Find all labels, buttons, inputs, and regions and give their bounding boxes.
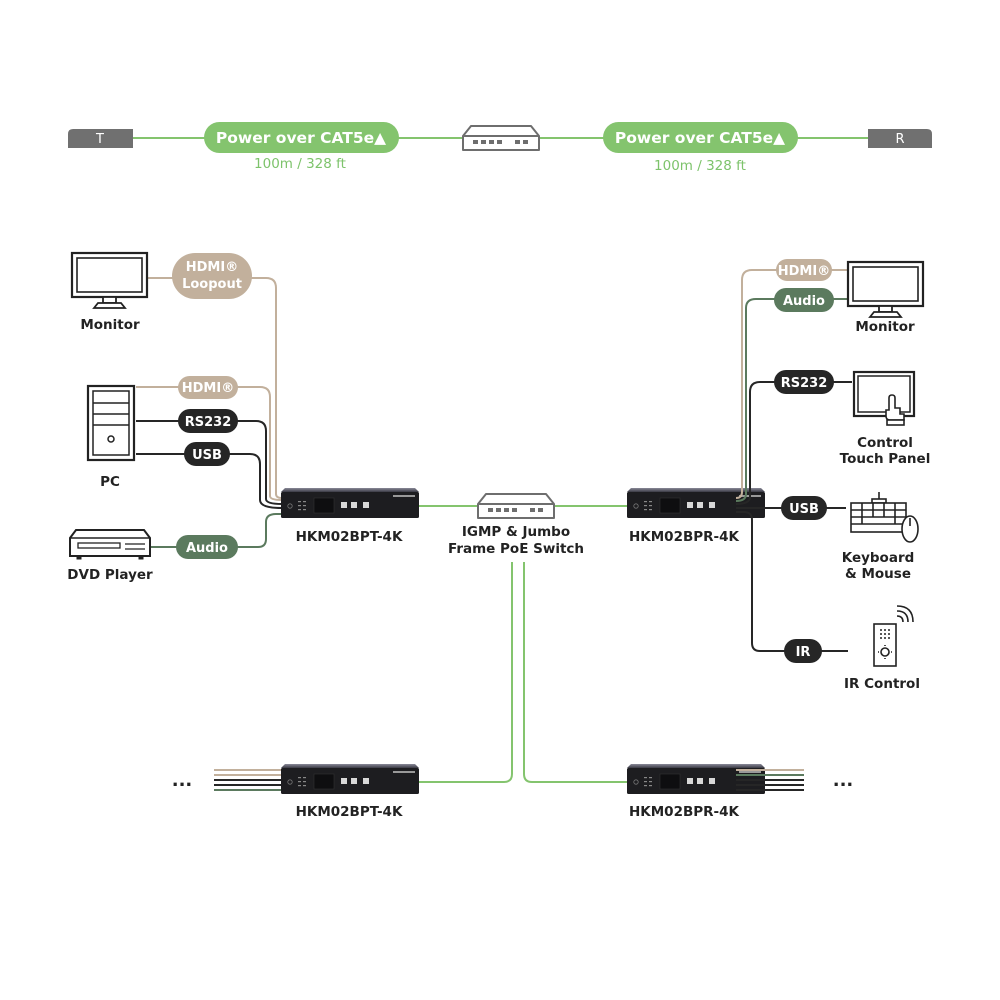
svg-text:USB: USB <box>192 448 222 463</box>
keyboard-mouse-icon <box>850 492 919 543</box>
touch-panel-icon <box>852 370 916 426</box>
svg-text:HDMI®: HDMI® <box>186 260 238 275</box>
receiver-label: HKM02BPR-4K <box>629 529 740 545</box>
pill-rs232-right: RS232 <box>774 370 834 394</box>
poe-pill-left: Power over CAT5e▲ <box>204 122 399 153</box>
svg-text:Loopout: Loopout <box>182 277 242 292</box>
distance-left: 100m / 328 ft <box>254 156 346 172</box>
svg-text:Power over CAT5e▲: Power over CAT5e▲ <box>216 129 386 147</box>
monitor-right-label: Monitor <box>855 319 915 335</box>
pill-rs232-left: RS232 <box>178 409 238 433</box>
svg-text:HDMI®: HDMI® <box>778 264 830 279</box>
monitor-left-label: Monitor <box>80 317 140 333</box>
pill-hdmi-left: HDMI® <box>178 376 238 399</box>
svg-text:RS232: RS232 <box>781 376 828 391</box>
distance-right: 100m / 328 ft <box>654 158 746 174</box>
bottom-transmitter-device <box>280 763 420 795</box>
svg-text:R: R <box>895 132 904 147</box>
dvd-player-icon <box>69 529 151 560</box>
pc-tower-icon <box>86 384 136 462</box>
svg-text:HDMI®: HDMI® <box>182 381 234 396</box>
transmitter-device <box>280 487 420 519</box>
touch-panel-label-line2: Touch Panel <box>840 451 931 467</box>
touch-panel-label-line1: Control <box>857 435 913 451</box>
svg-text:Power over CAT5e▲: Power over CAT5e▲ <box>615 129 785 147</box>
pc-label: PC <box>100 474 120 490</box>
ellipsis-left: ... <box>172 770 193 791</box>
poe-pill-right: Power over CAT5e▲ <box>603 122 798 153</box>
cable-hdmi-loopout <box>148 277 283 499</box>
cable-audio-right <box>735 298 848 502</box>
pill-hdmi-right: HDMI® <box>776 259 832 281</box>
svg-text:RS232: RS232 <box>185 415 232 430</box>
monitor-icon <box>846 260 925 319</box>
cable-audio-dvd <box>150 513 282 548</box>
dvd-player-label: DVD Player <box>67 567 153 583</box>
svg-text:T: T <box>95 132 104 147</box>
svg-text:USB: USB <box>789 502 819 517</box>
pill-ir-right: IR <box>784 639 822 663</box>
endpoint-r: R <box>868 129 932 148</box>
cable-ir-right <box>736 511 848 652</box>
cable-rs232-right <box>735 381 852 505</box>
bottom-right-cables <box>736 769 804 791</box>
pill-usb-right: USB <box>781 496 827 520</box>
svg-text:IR: IR <box>796 645 811 660</box>
cable-switch-bottom <box>418 562 628 783</box>
network-switch-icon <box>462 125 540 151</box>
bottom-transmitter-label: HKM02BPT-4K <box>296 804 403 820</box>
cable-hdmi-right <box>735 269 848 499</box>
cable-hdmi-pc <box>136 386 283 501</box>
poe-switch-icon <box>477 493 555 519</box>
switch-label-line1: IGMP & Jumbo <box>462 524 570 540</box>
cable-rs232-pc <box>136 420 283 505</box>
pill-hdmi-loopout: HDMI® Loopout <box>172 253 252 299</box>
pill-usb-left: USB <box>184 442 230 466</box>
ir-remote-icon <box>873 605 914 667</box>
endpoint-t: T <box>68 129 133 148</box>
ellipsis-right: ... <box>833 770 854 791</box>
transmitter-label: HKM02BPT-4K <box>296 529 403 545</box>
right-cables <box>735 269 852 652</box>
keyboard-mouse-label-line1: Keyboard <box>842 550 915 566</box>
switch-label-line2: Frame PoE Switch <box>448 541 584 557</box>
svg-text:Audio: Audio <box>783 294 825 309</box>
left-cables <box>136 277 283 548</box>
pill-audio-left: Audio <box>176 535 238 559</box>
cable-usb-pc <box>136 453 283 509</box>
pill-audio-right: Audio <box>774 288 834 312</box>
keyboard-mouse-label-line2: & Mouse <box>845 566 911 582</box>
bottom-left-cables <box>214 769 282 791</box>
bottom-receiver-label: HKM02BPR-4K <box>629 804 740 820</box>
monitor-icon <box>70 251 149 310</box>
top-link: T R Power over CAT5e▲ 100m / 328 ft Powe… <box>68 122 932 174</box>
ir-control-label: IR Control <box>844 676 920 692</box>
svg-text:Audio: Audio <box>186 541 228 556</box>
